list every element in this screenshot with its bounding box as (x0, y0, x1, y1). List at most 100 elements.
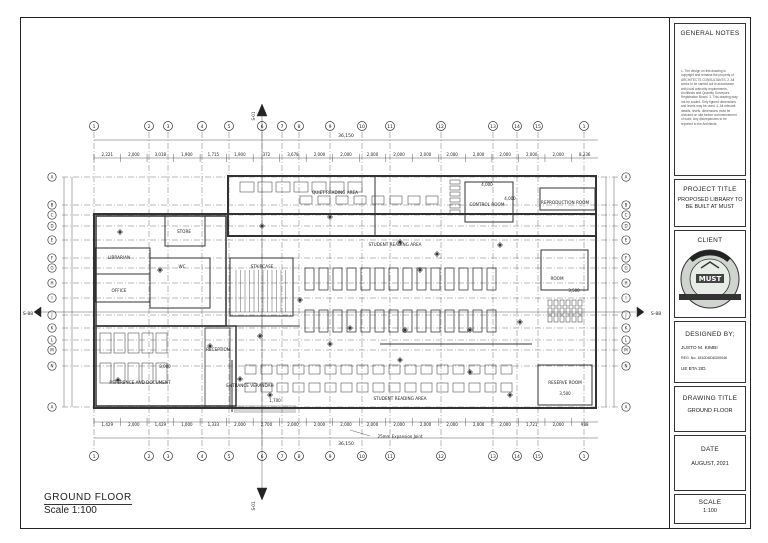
date-value: AUGUST, 2021 (691, 461, 729, 467)
reading-table (239, 181, 255, 193)
grid-bubble (224, 121, 234, 131)
room-east (540, 249, 589, 291)
light-fitting (497, 242, 503, 248)
light-fitting (397, 357, 403, 363)
study-desk (458, 267, 469, 291)
inner-dim: 8,000 (159, 364, 171, 369)
grid-bubble (621, 235, 631, 245)
reading-table (324, 364, 337, 375)
shelving-unit (155, 332, 168, 354)
light-fitting (257, 333, 263, 339)
room-label: QUIET READING AREA (312, 190, 358, 195)
grid-bubble (621, 200, 631, 210)
grid-label: 12 (438, 124, 444, 130)
study-desk (332, 309, 343, 333)
grid-bubble (621, 221, 631, 231)
dim-text: 2,000 (393, 422, 405, 427)
grid-bubble (385, 451, 395, 461)
reading-table (308, 382, 321, 393)
grid-bubble (488, 121, 498, 131)
reading-table (404, 364, 417, 375)
outer-wall-upper (227, 175, 597, 237)
grid-bubble (621, 253, 631, 263)
study-desk (402, 309, 413, 333)
book-rack (449, 185, 461, 191)
section-arrow (33, 306, 42, 318)
room-label: ENTRANCE VERANDAH (226, 383, 273, 388)
dim-text: 1,000 (181, 422, 193, 427)
grid-label: 14 (514, 124, 520, 130)
reading-table (308, 364, 321, 375)
reading-table (420, 364, 433, 375)
grid-bubble (47, 323, 57, 333)
grid-label: A (51, 175, 54, 180)
reading-table (340, 364, 353, 375)
grid-label: 1 (93, 124, 96, 130)
study-desk (402, 267, 413, 291)
caption-scale: Scale 1:100 (44, 505, 97, 516)
section-mark-bottom: S-01 (251, 501, 256, 511)
study-desk (444, 267, 455, 291)
shelving-unit (155, 362, 168, 384)
university-logo: MUST (679, 249, 741, 309)
reading-table (257, 181, 273, 193)
book-rack (449, 197, 461, 203)
room-label: STUDENT READING AREA (373, 396, 426, 401)
grid-label: 5 (228, 454, 231, 460)
grid-label: B (51, 203, 54, 208)
grid-label: B (625, 203, 628, 208)
study-desk (430, 309, 441, 333)
reading-table (244, 382, 257, 393)
shelving-unit (141, 362, 154, 384)
study-desk (458, 309, 469, 333)
dim-text: 1,900 (234, 152, 246, 157)
reading-table (317, 195, 331, 205)
scale-panel: SCALE 1:100 (674, 494, 746, 524)
study-desk (472, 267, 483, 291)
store (164, 215, 206, 247)
dim-text: 2,000 (128, 152, 140, 157)
light-fitting (507, 392, 513, 398)
section-mark-top: S-01 (251, 111, 256, 121)
grid-label: J (624, 313, 626, 318)
grid-bubble (385, 121, 395, 131)
grid-bubble (47, 345, 57, 355)
study-desk (346, 309, 357, 333)
reception (204, 327, 231, 409)
room-label: STORE (177, 229, 191, 234)
grid-label: I (51, 296, 52, 301)
grid-label: K (625, 326, 628, 331)
dim-text: 2,000 (367, 152, 379, 157)
general-notes-panel: GENERAL NOTES 1. The design on this draw… (674, 23, 746, 176)
reading-table (292, 364, 305, 375)
grid-label: G (50, 266, 53, 271)
study-desk (304, 309, 315, 333)
section-mark-right: S-88 (651, 311, 661, 317)
inner-dim: 4,000 (504, 196, 516, 201)
grid-bubble (533, 451, 543, 461)
reading-table (299, 195, 313, 205)
light-fitting (117, 229, 123, 235)
study-desk (332, 267, 343, 291)
stack-shelf (565, 315, 571, 323)
grid-label: A (51, 405, 54, 410)
stack-shelf (553, 307, 559, 315)
dim-text: 2,000 (128, 422, 140, 427)
grid-label: E (51, 238, 54, 243)
project-title-text: PROPOSED LIBRARY TO BE BUILT AT MUST (677, 197, 743, 210)
book-rack (449, 179, 461, 185)
grid-bubble (89, 121, 99, 131)
shelving-unit (99, 332, 112, 354)
reading-table (340, 382, 353, 393)
study-desk (332, 309, 343, 333)
study-desk (388, 267, 399, 291)
grid-bubble (47, 263, 57, 273)
study-desk (402, 267, 413, 291)
light-fitting (417, 267, 423, 273)
shelving-unit (113, 362, 126, 384)
joint-note: 25mm Expansion Joint (378, 434, 423, 439)
grid-label: M (624, 348, 628, 353)
dim-text: 2,000 (367, 422, 379, 427)
grid-label: 15 (535, 124, 541, 130)
dim-text: 1,333 (208, 422, 220, 427)
